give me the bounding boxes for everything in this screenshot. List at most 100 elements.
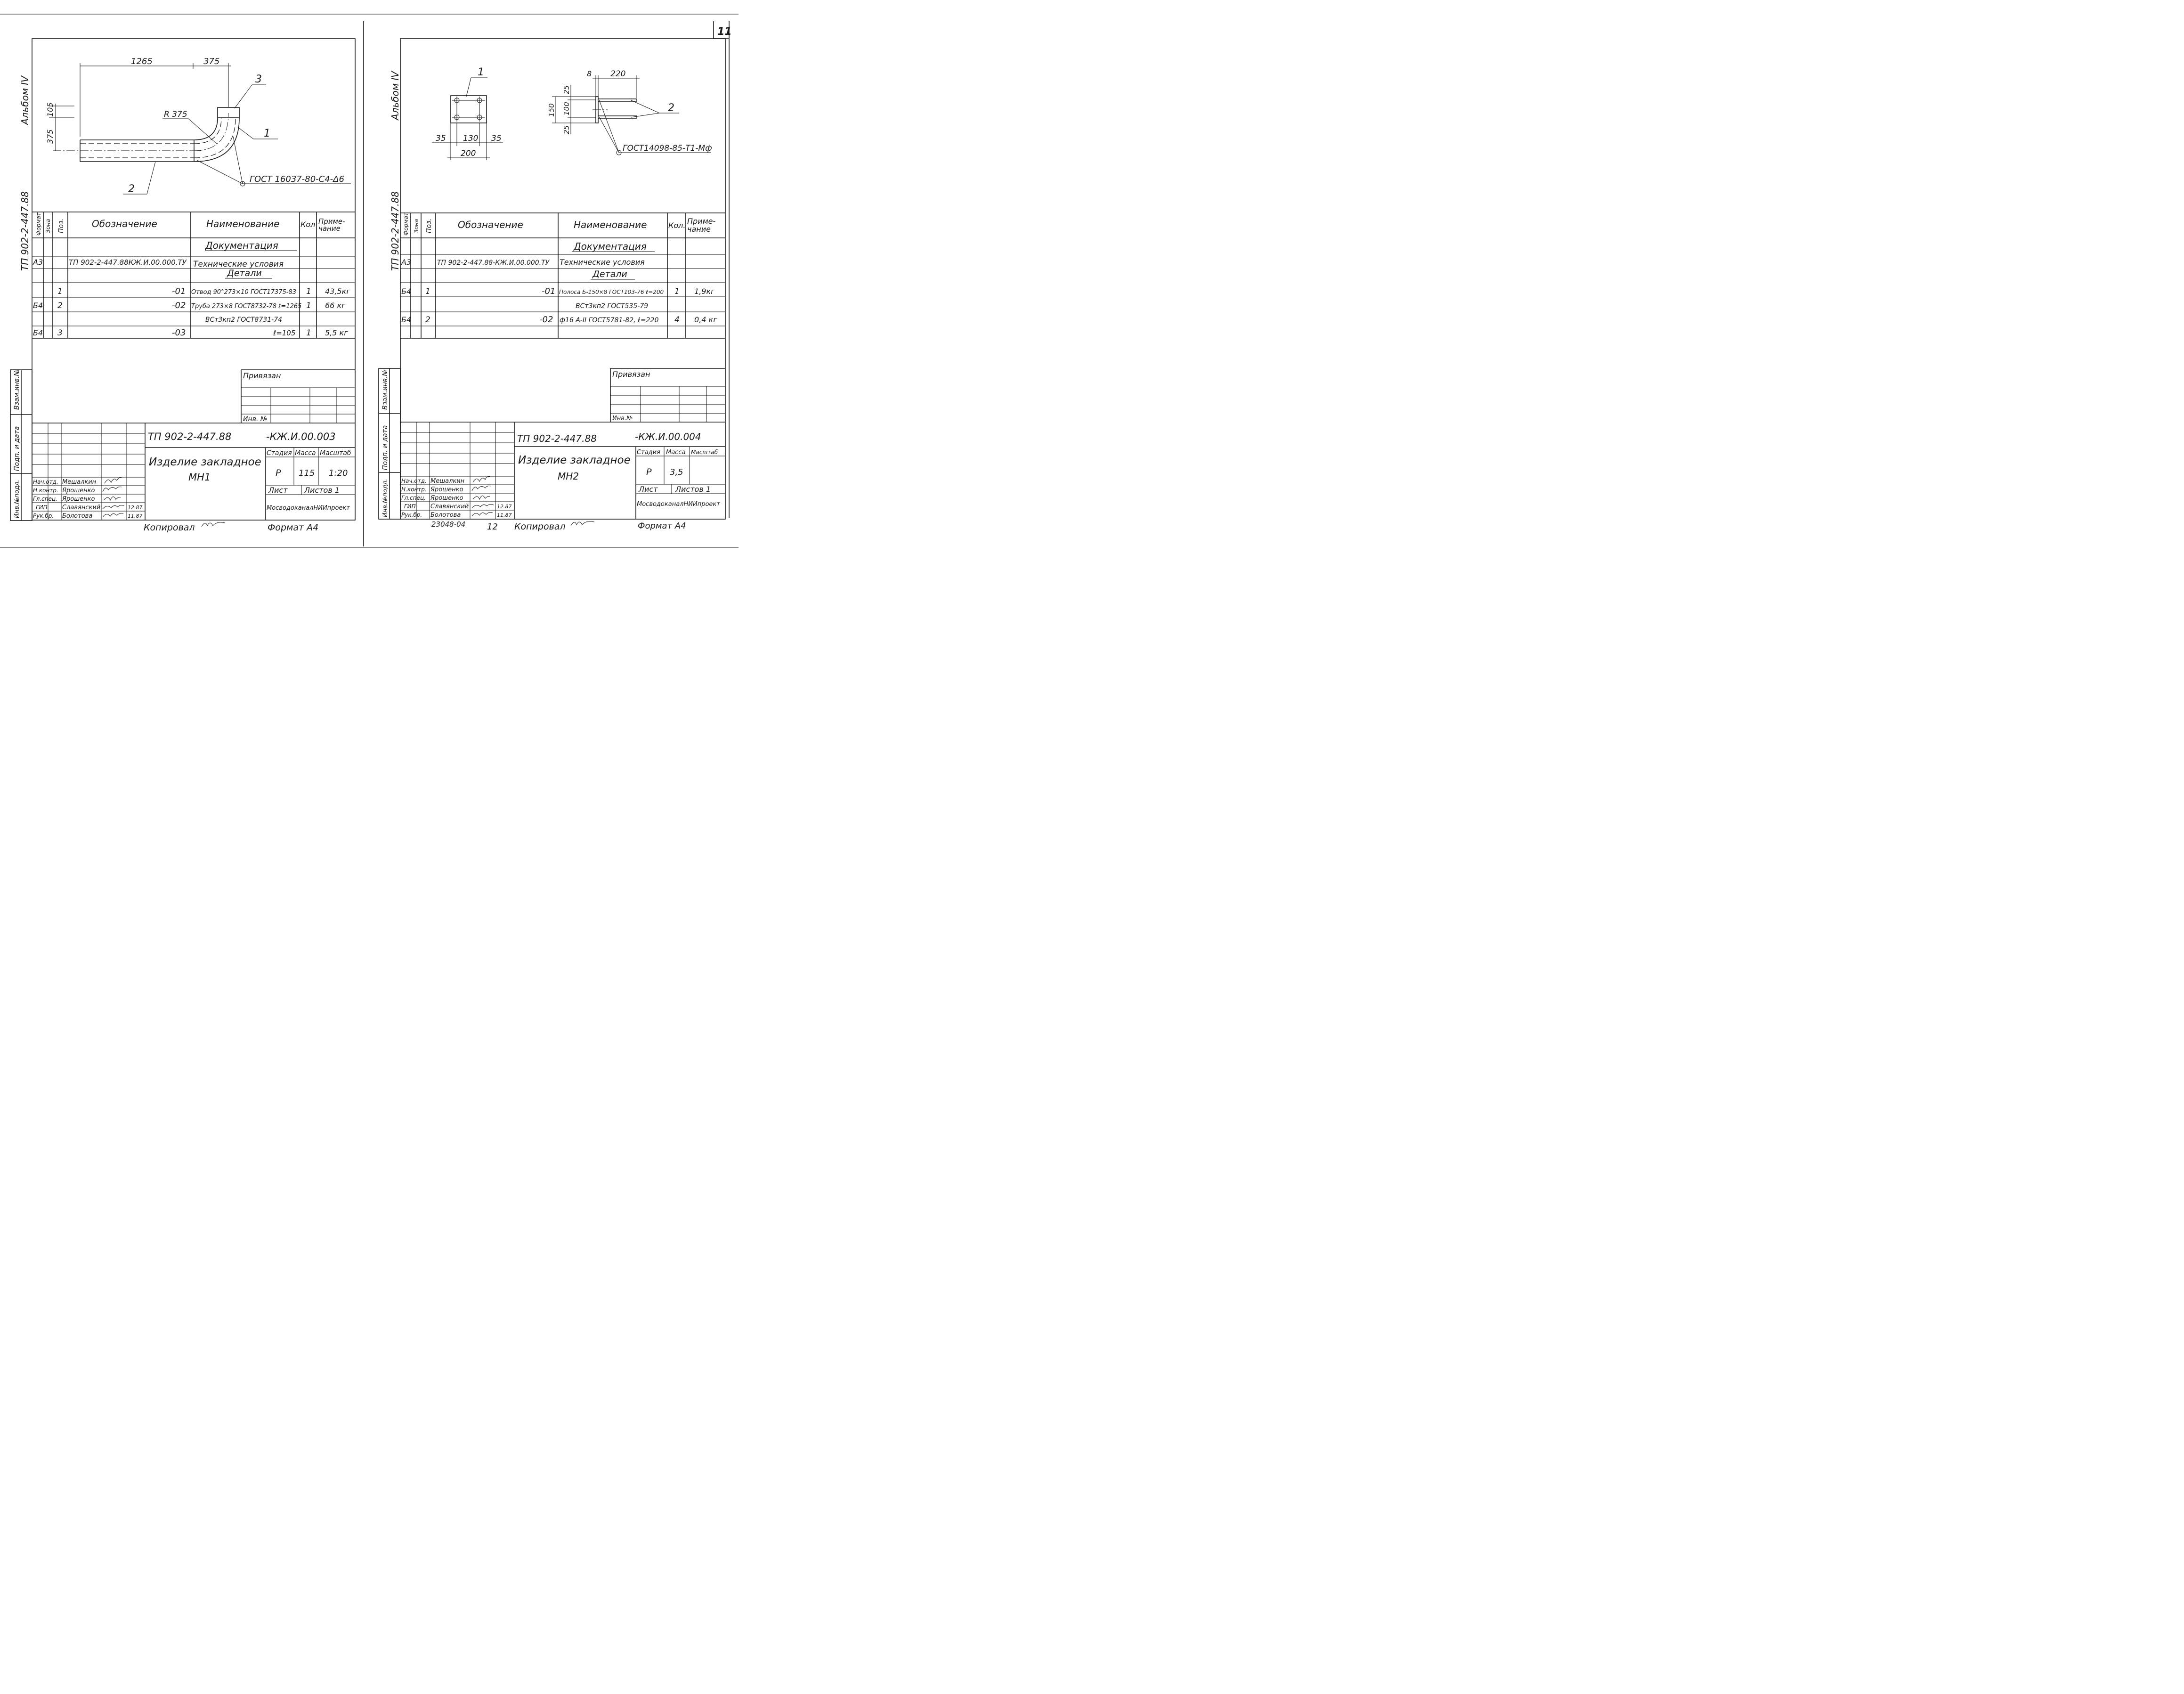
- r-row2-name: ф16 А-II ГОСТ5781-82, ℓ=220: [560, 317, 658, 324]
- r-stamp-stage: Р: [646, 467, 652, 477]
- row2-format: Б4: [33, 301, 43, 310]
- pos-1-label: 1: [264, 128, 270, 139]
- stamp-sheet: Лист: [268, 486, 288, 495]
- r-pos-1-label: 1: [478, 66, 484, 78]
- row-tu-designation: ТП 902-2-447.88КЖ.И.00.000.ТУ: [69, 258, 187, 267]
- stamp-mass: 115: [299, 468, 315, 478]
- r-role-nach-otd: Нач.отд.: [401, 478, 427, 484]
- stamp-sheets: Листов 1: [304, 486, 340, 495]
- right-spec-table: Формат Зона Поз. Обозначение Наименовани…: [400, 212, 725, 339]
- r-side-label-inv: Инв.№подл.: [382, 479, 389, 517]
- radius-label: R 375: [164, 110, 187, 119]
- hdr-designation: Обозначение: [92, 218, 157, 229]
- stamp-date-2: 11.87: [128, 513, 143, 519]
- stamp-code-right: -КЖ.И.00.003: [266, 431, 336, 442]
- role-nach-otd: Нач.отд.: [33, 479, 58, 485]
- role-gip: ГИП: [36, 504, 48, 511]
- elbow-inner: [194, 117, 218, 140]
- name-meshalkin: Мешалкин: [62, 479, 97, 486]
- dim-130: 130: [463, 134, 478, 143]
- stamp-title: Изделие закладное: [149, 456, 261, 468]
- dim-220: 220: [610, 69, 625, 79]
- plate-front: [450, 95, 487, 123]
- r-name-slavyanskiy: Славянский: [430, 503, 469, 510]
- dim-35a: 35: [436, 134, 446, 143]
- r-signature-4: [471, 504, 494, 508]
- inv-label: Инв. №: [243, 415, 267, 423]
- pos-2-label: 2: [128, 183, 135, 195]
- dim-35b: 35: [491, 134, 502, 143]
- left-side-column: Взам.инв.№ Подп. и дата Инв.№подл.: [10, 369, 32, 521]
- r-name-meshalkin: Мешалкин: [430, 478, 465, 485]
- r-copied-label: Копировал: [514, 521, 566, 532]
- side-label-inv: Инв.№подл.: [14, 480, 21, 518]
- left-spec-table: Формат Зона Поз. Обозначение Наименовани…: [32, 212, 355, 339]
- weld-label: ГОСТ 16037-80-С4-Δ6: [250, 174, 344, 184]
- r-row2-designation: -02: [539, 315, 553, 325]
- r-row1-qty: 1: [674, 287, 680, 296]
- r-row2-format: Б4: [401, 315, 411, 324]
- r-name-bolotova: Болотова: [430, 512, 461, 519]
- row3-name: ℓ=105: [273, 329, 295, 337]
- r-hdr-qty: Кол.: [668, 221, 685, 230]
- stamp-scale-header: Масштаб: [320, 449, 351, 457]
- r-row1-pos: 1: [425, 287, 430, 296]
- r-stamp-org: МосводоканалНИИпроект: [637, 501, 720, 508]
- left-sheet: Альбом IV ТП 902-2-447.88 1265 375: [10, 38, 356, 533]
- r-pos-2-label: 2: [668, 102, 674, 114]
- privyazan-label: Привязан: [243, 371, 281, 380]
- r-signature-1: [472, 476, 490, 483]
- copied-label: Копировал: [144, 522, 195, 533]
- role-gl-spec: Гл.спец.: [33, 496, 57, 502]
- dim-100: 100: [562, 102, 571, 115]
- dim-150: 150: [547, 103, 556, 117]
- page-number: 11: [717, 26, 732, 38]
- row1-name: Отвод 90°273×10 ГОСТ17375-83: [191, 289, 296, 296]
- row1-qty: 1: [306, 287, 311, 296]
- right-plate-drawing: 1 35 130 35 200: [432, 66, 503, 160]
- row1-pos: 1: [57, 287, 63, 296]
- hdr-note: Приме-: [318, 217, 345, 226]
- r-stamp-mark: МН2: [558, 471, 579, 482]
- r-stamp-scale-header: Масштаб: [691, 449, 718, 456]
- r-hdr-designation: Обозначение: [458, 219, 523, 230]
- r-signature-2: [471, 486, 491, 491]
- r-row2-note: 0,4 кг: [694, 315, 717, 324]
- signature-2: [102, 487, 122, 492]
- r-row1-designation: -01: [542, 286, 555, 296]
- r-stamp-stage-header: Стадия: [637, 449, 660, 456]
- r-stamp-code-left: ТП 902-2-447.88: [517, 433, 597, 444]
- hdr-pos: Поз.: [57, 219, 65, 233]
- r-side-label-vzam: Взам.инв.№: [382, 369, 389, 410]
- row3-qty: 1: [306, 328, 311, 338]
- side-label-vzam: Взам.инв.№: [13, 369, 21, 410]
- copied-signature: [201, 522, 226, 527]
- r-row1-format: Б4: [401, 287, 411, 296]
- stamp-mass-header: Масса: [295, 449, 316, 457]
- r-row1-note: 1,9кг: [694, 287, 715, 296]
- row3-format: Б4: [33, 328, 43, 337]
- r-side-label-podp: Подп. и дата: [382, 425, 389, 470]
- r-stamp-mass-header: Масса: [666, 449, 685, 456]
- hdr-qty: Кол: [300, 220, 315, 229]
- row3-note: 5,5 кг: [325, 328, 348, 337]
- role-n-kontr: Н.контр.: [33, 487, 58, 494]
- row2-qty: 1: [306, 301, 311, 310]
- dim-105: 105: [46, 102, 55, 117]
- signature-5: [102, 513, 124, 518]
- stamp-stage-header: Стадия: [267, 449, 292, 457]
- row1-note: 43,5кг: [325, 287, 350, 296]
- drawing-sheet: 11 Альбом IV ТП 902-2-447.88 126: [0, 14, 739, 548]
- role-ruk-br: Рук.бр.: [33, 513, 54, 519]
- right-title-block: ТП 902-2-447.88 -КЖ.И.00.004 Изделие зак…: [400, 422, 725, 519]
- row-tu-name: Технические условия: [193, 260, 284, 269]
- r-signature-3: [472, 496, 490, 500]
- row2-note: 66 кг: [325, 301, 346, 310]
- right-side-column: Взам.инв.№ Подп. и дата Инв.№подл.: [378, 368, 401, 520]
- r-bottom-page: 12: [487, 522, 498, 532]
- name-bolotova: Болотова: [62, 513, 92, 520]
- right-side-view: 8 220 25 100 150 25 2 ГОСТ14098-85-Т1-Мф: [547, 69, 712, 155]
- hdr-zone: Зона: [45, 219, 51, 233]
- right-album-label: Альбом IV: [390, 71, 401, 121]
- r-signature-5: [471, 512, 493, 517]
